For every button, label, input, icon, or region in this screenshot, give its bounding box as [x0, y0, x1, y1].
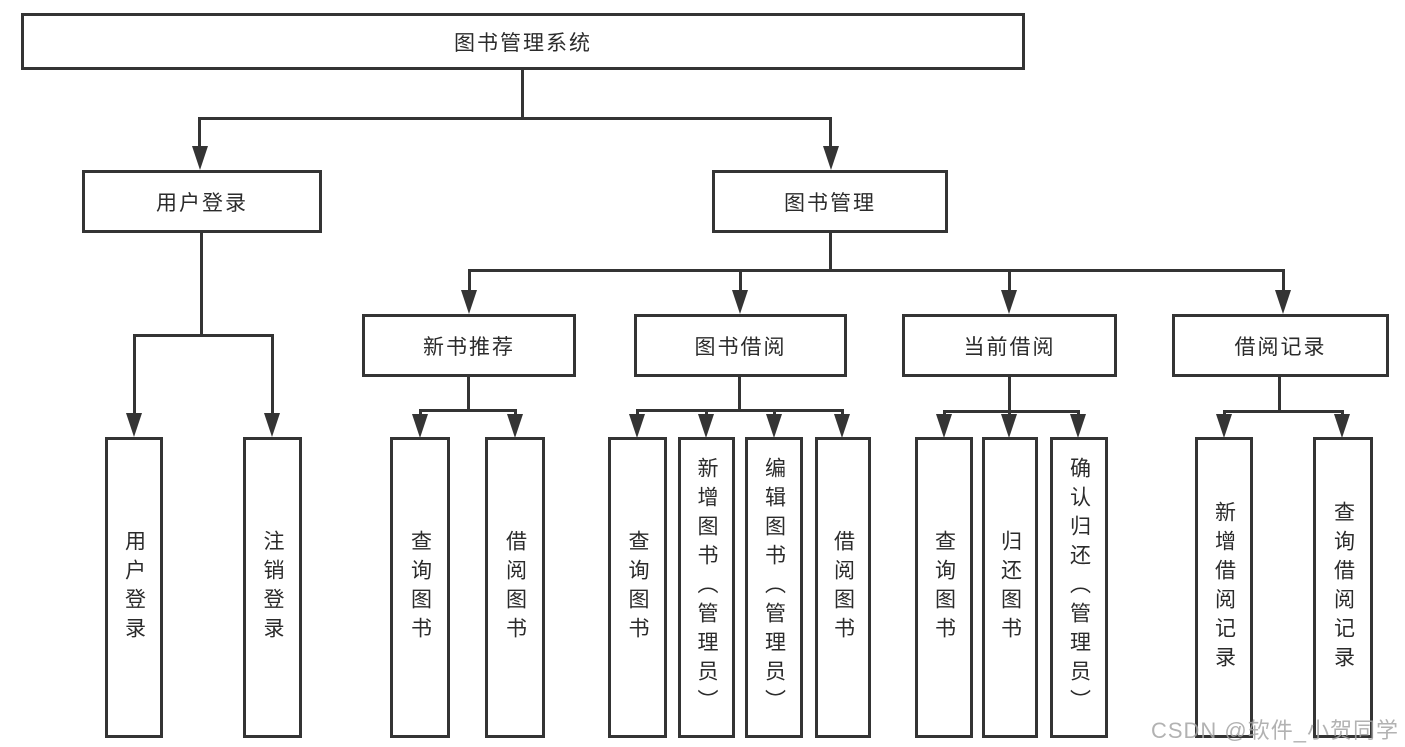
node-borrowing-records: 借阅记录 [1172, 314, 1389, 377]
node-label: 用户登录 [156, 191, 248, 215]
node-label: 图书管理系统 [454, 31, 592, 55]
connector-line [1008, 269, 1011, 291]
connector-line [636, 409, 639, 417]
node-user-login: 用户登录 [82, 170, 322, 233]
arrowhead-icon [698, 414, 714, 438]
node-label: 图书管理 [784, 191, 876, 215]
node-book-management: 图书管理 [712, 170, 948, 233]
leaf-query-borrow-record: 查询借阅记录 [1313, 437, 1373, 738]
arrowhead-icon [834, 414, 850, 438]
connector-line [829, 117, 832, 147]
node-label: 图书借阅 [694, 335, 787, 359]
leaf-query-books-borrowing: 查询图书 [608, 437, 667, 738]
connector-line [419, 409, 422, 417]
node-label: 编辑图书（管理员） [762, 457, 786, 718]
arrowhead-icon [264, 413, 280, 437]
leaf-logout: 注销登录 [243, 437, 302, 738]
connector-line [198, 117, 201, 147]
node-label: 查询图书 [408, 529, 432, 646]
arrowhead-icon [1216, 414, 1232, 438]
node-label: 查询图书 [626, 529, 650, 646]
node-label: 借阅图书 [503, 529, 527, 646]
connector-line [841, 409, 844, 417]
arrowhead-icon [507, 414, 523, 438]
node-root-system: 图书管理系统 [21, 13, 1025, 70]
arrowhead-icon [732, 290, 748, 314]
leaf-borrow-books-borrowing: 借阅图书 [815, 437, 871, 738]
arrowhead-icon [629, 414, 645, 438]
node-current-borrowing: 当前借阅 [902, 314, 1117, 377]
connector-line [271, 334, 274, 416]
leaf-add-borrow-record: 新增借阅记录 [1195, 437, 1253, 738]
connector-line [1223, 410, 1343, 413]
connector-line [419, 409, 517, 412]
arrowhead-icon [766, 414, 782, 438]
node-label: 新增图书（管理员） [695, 457, 719, 718]
node-label: 当前借阅 [963, 335, 1056, 359]
node-label: 借阅记录 [1234, 335, 1327, 359]
node-label: 新书推荐 [423, 335, 515, 359]
node-label: 用户登录 [122, 529, 146, 646]
arrowhead-icon [1275, 290, 1291, 314]
connector-line [773, 409, 776, 417]
connector-line [1282, 269, 1285, 291]
leaf-user-login: 用户登录 [105, 437, 163, 738]
connector-line [739, 269, 742, 291]
arrowhead-icon [1334, 414, 1350, 438]
connector-line [636, 409, 844, 412]
arrowhead-icon [1001, 290, 1017, 314]
node-label: 借阅图书 [831, 529, 855, 646]
arrowhead-icon [1070, 414, 1086, 438]
connector-line [705, 409, 708, 417]
node-label: 新增借阅记录 [1212, 500, 1236, 675]
node-label: 查询图书 [932, 529, 956, 646]
arrowhead-icon [412, 414, 428, 438]
connector-line [198, 117, 832, 120]
leaf-query-books-recommend: 查询图书 [390, 437, 450, 738]
connector-line [200, 233, 203, 335]
connector-line [468, 269, 471, 291]
connector-line [1008, 377, 1011, 411]
leaf-borrow-books-recommend: 借阅图书 [485, 437, 545, 738]
arrowhead-icon [192, 146, 208, 170]
arrowhead-icon [126, 413, 142, 437]
connector-line [468, 269, 1285, 272]
connector-line [514, 409, 517, 417]
arrowhead-icon [1001, 414, 1017, 438]
arrowhead-icon [936, 414, 952, 438]
connector-line [1278, 377, 1281, 411]
leaf-confirm-return-admin: 确认归还（管理员） [1050, 437, 1108, 738]
connector-line [133, 334, 273, 337]
connector-line [738, 377, 741, 410]
node-label: 注销登录 [261, 529, 285, 646]
connector-line [133, 334, 136, 416]
leaf-return-books: 归还图书 [982, 437, 1038, 738]
arrowhead-icon [461, 290, 477, 314]
leaf-query-books-current: 查询图书 [915, 437, 973, 738]
node-book-borrowing: 图书借阅 [634, 314, 847, 377]
node-label: 查询借阅记录 [1331, 500, 1355, 675]
node-label: 确认归还（管理员） [1067, 457, 1091, 718]
connector-line [467, 377, 470, 410]
leaf-edit-books-admin: 编辑图书（管理员） [745, 437, 803, 738]
connector-line [521, 70, 524, 118]
node-new-book-recommend: 新书推荐 [362, 314, 576, 377]
connector-line [829, 233, 832, 270]
connector-line [943, 410, 1080, 413]
node-label: 归还图书 [998, 529, 1022, 646]
arrowhead-icon [823, 146, 839, 170]
leaf-add-books-admin: 新增图书（管理员） [678, 437, 735, 738]
